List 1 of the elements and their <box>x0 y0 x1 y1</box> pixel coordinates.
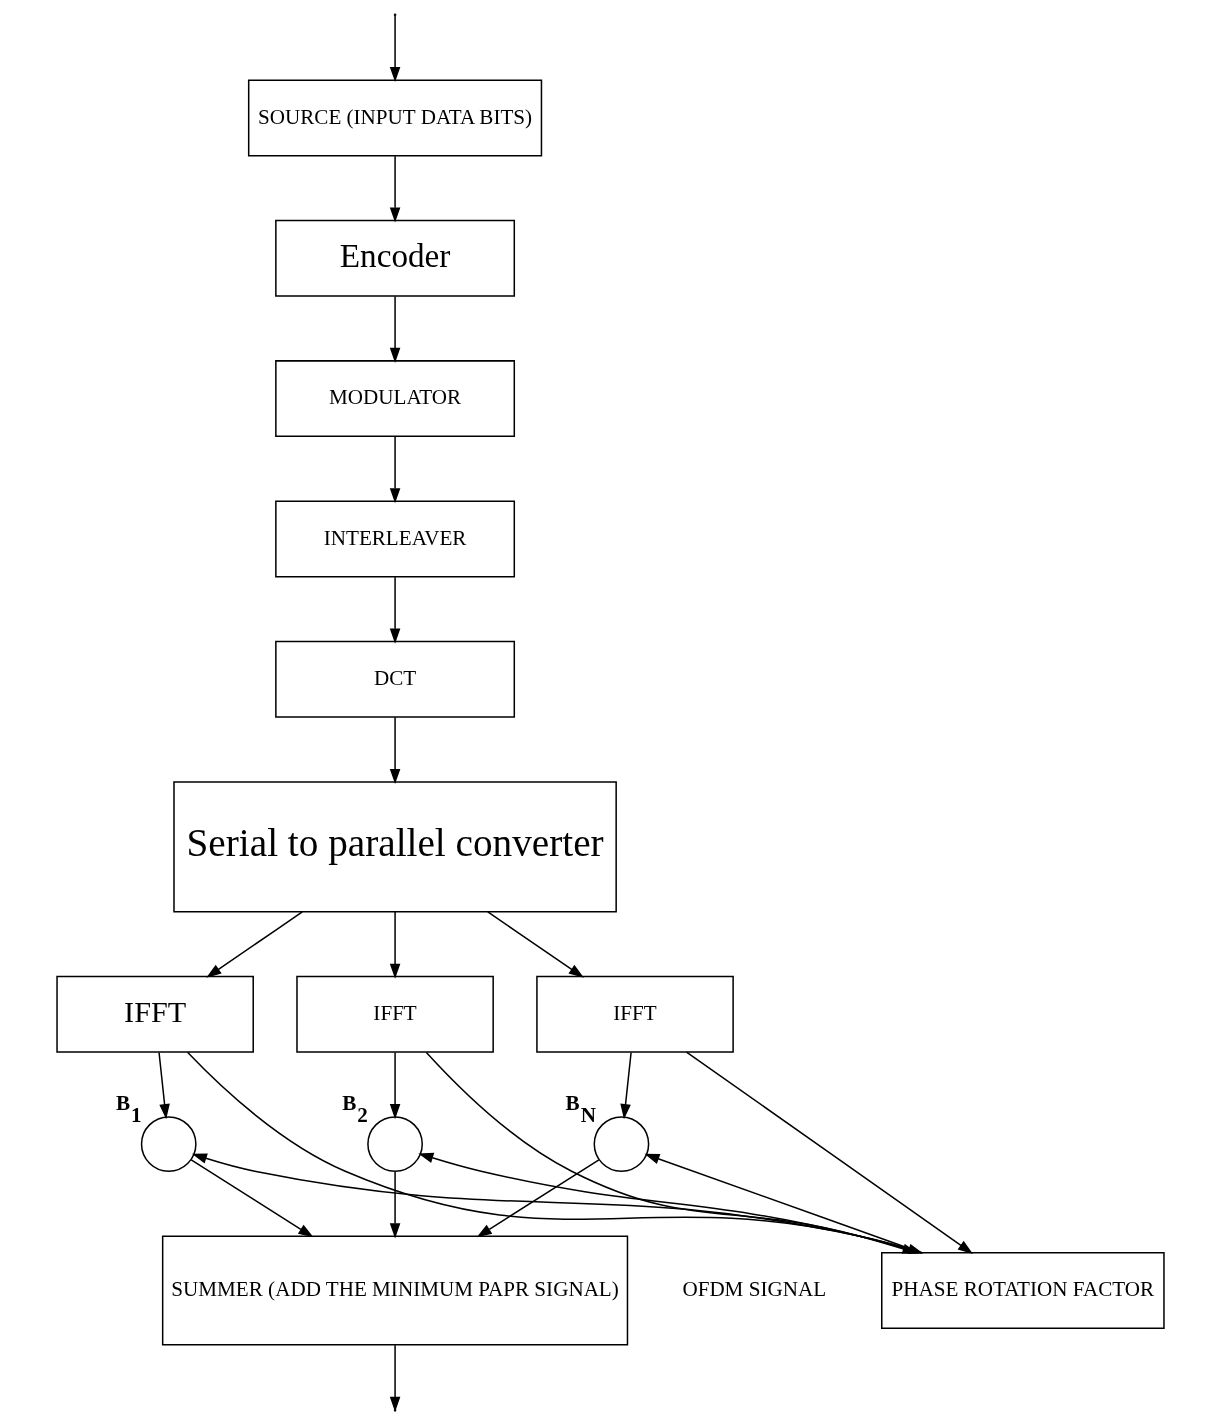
label: OFDM SIGNAL <box>682 1277 827 1302</box>
